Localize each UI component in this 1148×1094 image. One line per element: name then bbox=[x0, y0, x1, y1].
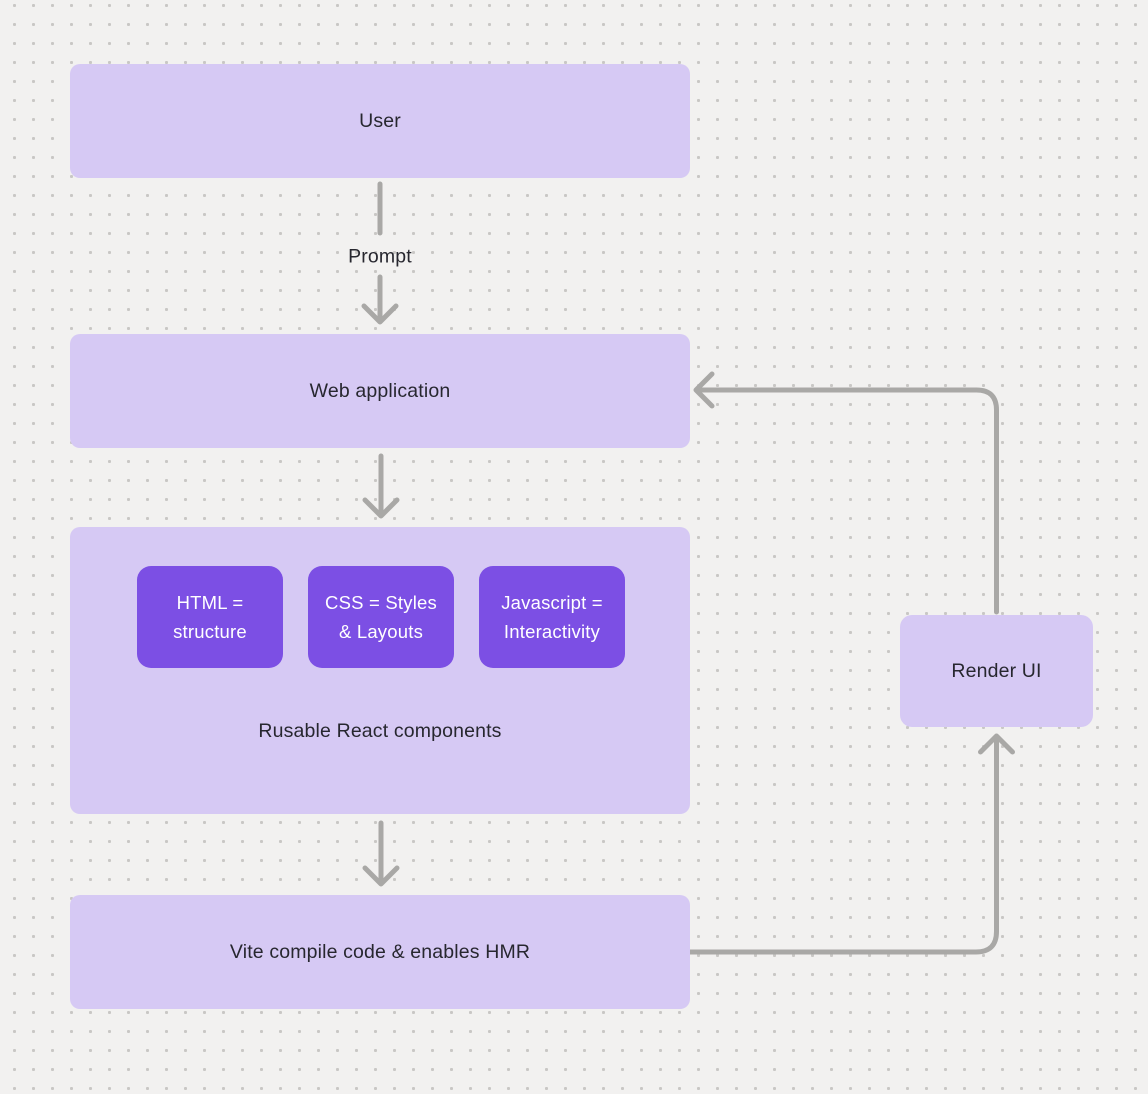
node-user-label: User bbox=[359, 109, 401, 132]
node-render-ui-label: Render UI bbox=[951, 659, 1042, 682]
node-web-application[interactable]: Web application bbox=[70, 334, 690, 448]
chip-html[interactable]: HTML = structure bbox=[137, 566, 283, 668]
components-group-caption: Rusable React components bbox=[258, 720, 502, 742]
chip-javascript-line2: Interactivity bbox=[503, 621, 601, 642]
arrowhead-up-icon bbox=[978, 733, 1015, 755]
node-render-ui[interactable]: Render UI bbox=[900, 615, 1093, 727]
edge-label-prompt: Prompt bbox=[348, 245, 412, 268]
chip-css-line2: & Layouts bbox=[338, 621, 424, 642]
chip-javascript[interactable]: Javascript = Interactivity bbox=[479, 566, 625, 668]
arrowhead-left-icon bbox=[693, 371, 715, 409]
chip-javascript-line1: Javascript = bbox=[501, 592, 603, 613]
arrowhead-down-icon bbox=[361, 303, 399, 325]
node-web-application-label: Web application bbox=[309, 379, 451, 402]
connector-user-to-webapp bbox=[361, 181, 399, 325]
connector-components-to-vite bbox=[362, 820, 400, 887]
chip-css[interactable]: CSS = Styles & Layouts bbox=[308, 566, 454, 668]
arrowhead-down-icon bbox=[362, 865, 400, 887]
node-vite[interactable]: Vite compile code & enables HMR bbox=[70, 895, 690, 1009]
chip-html-line1: HTML = bbox=[176, 592, 244, 613]
chip-html-line2: structure bbox=[173, 621, 247, 642]
connector-webapp-to-components bbox=[362, 453, 400, 519]
node-user[interactable]: User bbox=[70, 64, 690, 178]
connector-vite-to-renderui bbox=[687, 733, 1015, 955]
arrowhead-down-icon bbox=[362, 497, 400, 519]
chip-css-line1: CSS = Styles bbox=[325, 592, 437, 613]
connector-renderui-to-webapp bbox=[693, 371, 999, 615]
node-vite-label: Vite compile code & enables HMR bbox=[229, 940, 531, 963]
